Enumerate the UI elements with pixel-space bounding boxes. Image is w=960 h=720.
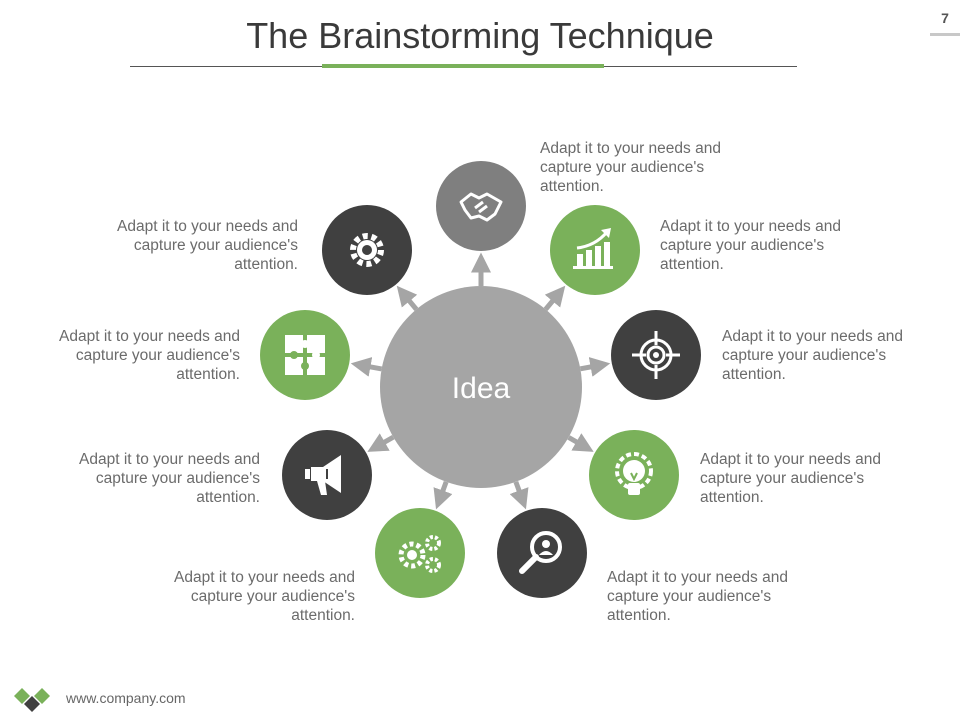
footer-url[interactable]: www.company.com: [66, 690, 186, 706]
node-gears: [375, 508, 465, 598]
node-label-search: Adapt it to your needs and capture your …: [607, 569, 788, 624]
arrow-target: [579, 357, 611, 377]
idea-label: Idea: [452, 372, 511, 405]
page-number: 7: [941, 10, 949, 26]
connector-arrows: [350, 252, 611, 510]
target-icon: [632, 331, 680, 379]
growth-chart-icon: [573, 228, 613, 269]
gears-icon: [398, 535, 441, 573]
node-growth: [550, 205, 640, 295]
node-puzzle: [260, 310, 350, 400]
arrow-bulb: [567, 433, 594, 452]
node-settings: [322, 205, 412, 295]
node-label-puzzle: Adapt it to your needs and capture your …: [59, 328, 240, 383]
node-search: [497, 508, 587, 598]
node-circle-gears: [375, 508, 465, 598]
node-label-megaphone: Adapt it to your needs and capture your …: [79, 451, 260, 506]
node-megaphone: [282, 430, 372, 520]
node-label-bulb: Adapt it to your needs and capture your …: [700, 451, 881, 506]
title-accent-bar: [322, 64, 604, 68]
node-circle-puzzle: [260, 310, 350, 400]
megaphone-icon: [305, 455, 341, 495]
node-handshake: [436, 161, 526, 251]
node-label-settings: Adapt it to your needs and capture your …: [117, 218, 298, 273]
arrow-gears: [433, 480, 453, 510]
slide-title: The Brainstorming Technique: [246, 15, 714, 56]
arrow-settings: [396, 285, 419, 311]
company-logo: [14, 688, 50, 712]
node-label-handshake: Adapt it to your needs and capture your …: [540, 140, 721, 195]
node-label-target: Adapt it to your needs and capture your …: [722, 328, 903, 383]
handshake-icon: [459, 192, 503, 222]
arrow-growth: [543, 285, 566, 311]
node-label-gears: Adapt it to your needs and capture your …: [174, 569, 355, 624]
node-target: [611, 310, 701, 400]
lightbulb-gear-icon: [615, 452, 653, 495]
node-bulb: [589, 430, 679, 520]
idea-hub: [380, 286, 582, 488]
page-number-bar: [930, 33, 960, 36]
node-circle-handshake: [436, 161, 526, 251]
search-user-icon: [519, 531, 562, 574]
puzzle-icon: [285, 335, 325, 375]
arrow-search: [509, 480, 529, 510]
arrow-megaphone: [367, 433, 395, 452]
arrow-puzzle: [350, 357, 383, 377]
gear-icon: [350, 233, 384, 267]
node-label-growth: Adapt it to your needs and capture your …: [660, 218, 841, 273]
